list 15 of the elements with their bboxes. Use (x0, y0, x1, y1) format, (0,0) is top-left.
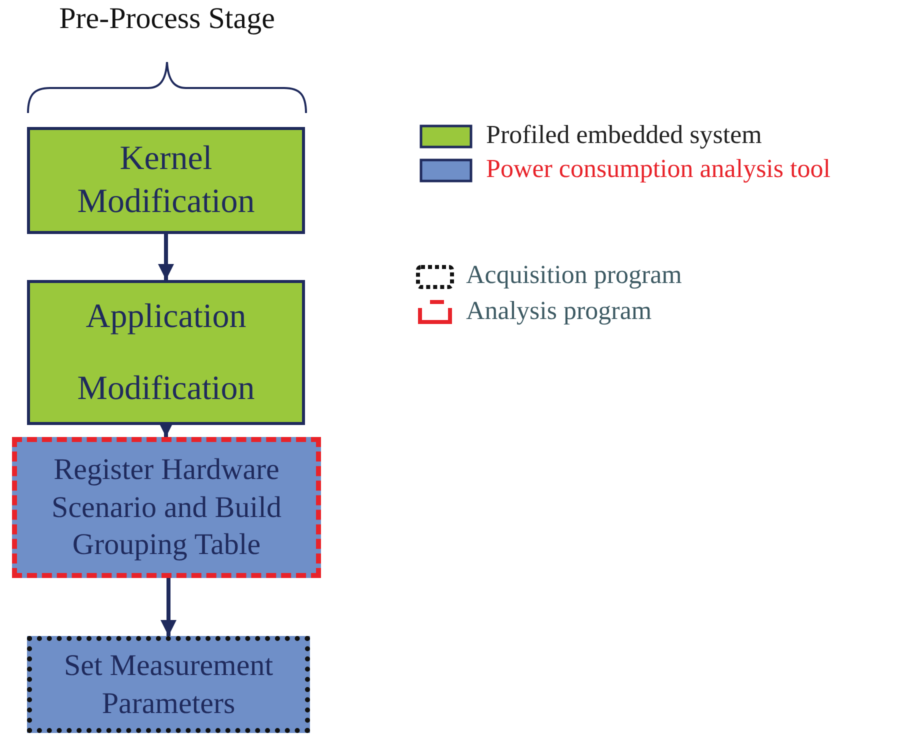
legend-label: Profiled embedded system (486, 120, 762, 150)
box-label: Set Measurement Parameters (62, 648, 274, 722)
process-box (27, 127, 305, 234)
arrow (160, 578, 176, 636)
legend-label: Analysis program (466, 296, 652, 326)
legend-label: Acquisition program (466, 260, 682, 290)
box-label: Register Hardware Scenario and Build Grouping Table (50, 452, 282, 564)
process-box (27, 636, 310, 733)
legend-label: Power consumption analysis tool (486, 154, 830, 184)
box-label: Application Modification (76, 297, 256, 408)
process-box (27, 280, 305, 425)
process-box (12, 437, 321, 578)
arrow (158, 234, 174, 280)
stage-title: Pre-Process Stage (58, 2, 276, 36)
box-label: Kernel Modification (76, 139, 256, 222)
